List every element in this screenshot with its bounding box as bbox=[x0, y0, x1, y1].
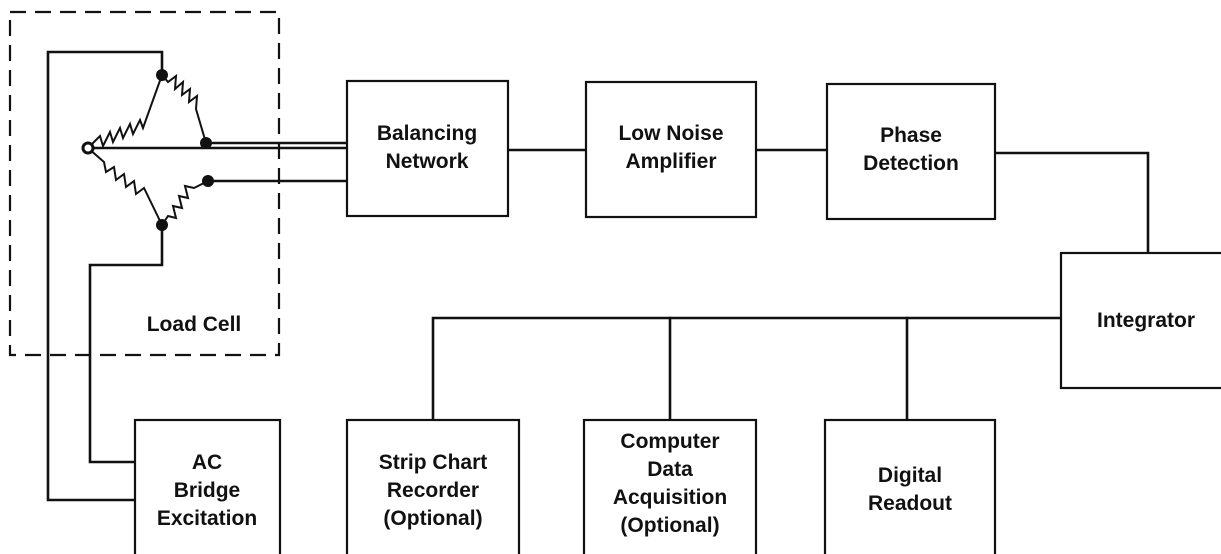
block-phase-detection: Phase Detection bbox=[825, 82, 997, 221]
resistor-upper-left bbox=[87, 74, 163, 149]
block-ac-bridge-excitation-line-1: AC bbox=[192, 451, 222, 474]
wheatstone-bridge bbox=[81, 69, 214, 231]
block-digital-readout: Digital Readout bbox=[823, 418, 997, 554]
bridge-node-top bbox=[156, 69, 168, 81]
resistor-upper-right bbox=[161, 73, 207, 144]
block-computer-data-acquisition-line-2: Data bbox=[647, 458, 693, 481]
wiring bbox=[46, 50, 1150, 502]
bridge-node-right-upper bbox=[200, 137, 212, 149]
block-low-noise-amplifier-line-2: Amplifier bbox=[625, 150, 716, 173]
block-computer-data-acquisition-line-3: Acquisition bbox=[613, 486, 727, 509]
block-strip-chart-recorder: Strip Chart Recorder (Optional) bbox=[345, 418, 521, 554]
load-cell-enclosure bbox=[8, 10, 281, 357]
bridge-node-bottom bbox=[156, 219, 168, 231]
block-integrator: Integrator bbox=[1059, 251, 1221, 390]
bridge-node-right-lower bbox=[202, 175, 214, 187]
block-digital-readout-line-1: Digital bbox=[878, 464, 942, 487]
block-balancing-network: Balancing Network bbox=[345, 79, 510, 218]
block-computer-data-acquisition: Computer Data Acquisition (Optional) bbox=[582, 418, 758, 554]
block-phase-detection-line-1: Phase bbox=[880, 124, 942, 147]
bridge-node-left bbox=[81, 141, 95, 155]
block-integrator-line-1: Integrator bbox=[1097, 309, 1195, 332]
block-ac-bridge-excitation-line-3: Excitation bbox=[157, 507, 257, 530]
block-digital-readout-line-2: Readout bbox=[868, 492, 952, 515]
block-computer-data-acquisition-line-4: (Optional) bbox=[620, 514, 719, 537]
block-strip-chart-recorder-line-1: Strip Chart bbox=[379, 451, 488, 474]
block-strip-chart-recorder-line-3: (Optional) bbox=[383, 507, 482, 530]
block-balancing-network-line-2: Network bbox=[386, 150, 469, 173]
resistor-lower-left bbox=[87, 147, 163, 226]
block-low-noise-amplifier-line-1: Low Noise bbox=[618, 122, 723, 145]
block-phase-detection-line-2: Detection bbox=[863, 152, 959, 175]
block-ac-bridge-excitation: AC Bridge Excitation bbox=[133, 418, 282, 554]
block-computer-data-acquisition-line-1: Computer bbox=[620, 430, 719, 453]
block-ac-bridge-excitation-line-2: Bridge bbox=[174, 479, 241, 502]
block-strip-chart-recorder-line-2: Recorder bbox=[387, 479, 479, 502]
load-cell-label: Load Cell bbox=[147, 313, 242, 336]
block-balancing-network-line-1: Balancing bbox=[377, 122, 477, 145]
block-low-noise-amplifier: Low Noise Amplifier bbox=[584, 80, 758, 219]
resistor-lower-right bbox=[161, 180, 209, 226]
